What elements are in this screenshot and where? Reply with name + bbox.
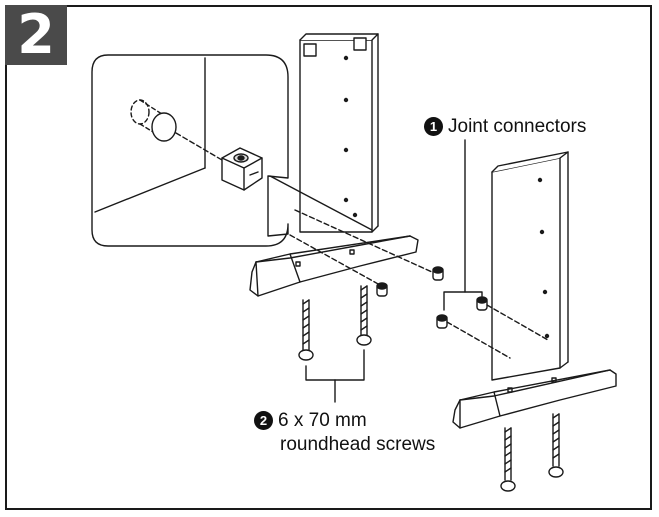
screws-label-line2: roundhead screws xyxy=(280,434,436,455)
marker-2-icon: 2 xyxy=(254,411,273,430)
marker-1-icon: 1 xyxy=(424,117,443,136)
connector-right-1 xyxy=(476,296,488,311)
right-foot-base xyxy=(452,369,617,429)
step-number-badge: 2 xyxy=(5,5,67,65)
screw-right-2 xyxy=(548,413,564,478)
connector-left-2 xyxy=(376,282,388,297)
left-foot-base xyxy=(249,235,419,297)
left-side-panel xyxy=(299,33,379,233)
screw-left-2 xyxy=(356,285,372,346)
right-side-panel xyxy=(491,151,569,381)
detail-callout xyxy=(91,54,289,247)
screw-right-1 xyxy=(500,427,516,492)
screw-left-1 xyxy=(298,299,314,361)
connector-left-1 xyxy=(432,266,444,281)
connector-right-2 xyxy=(436,314,448,329)
joint-connector-detail xyxy=(221,147,263,191)
